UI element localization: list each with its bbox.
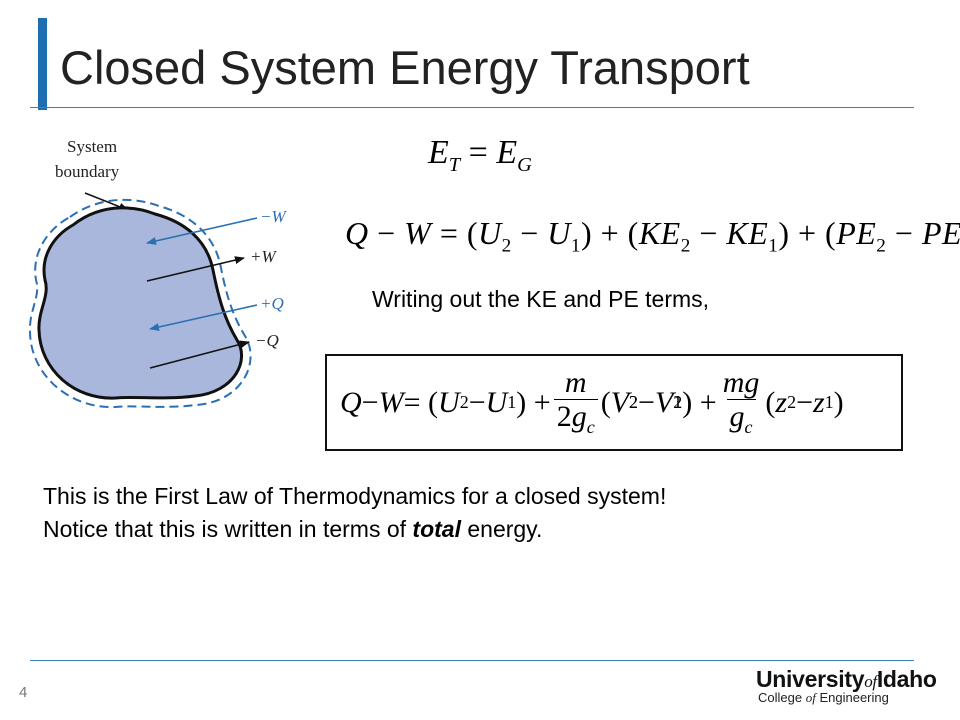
equation-energy-transport: ET = EG (428, 134, 532, 176)
arrow-plus-w (146, 256, 245, 282)
logo-college-name: College of Engineering (758, 690, 889, 705)
title-divider (30, 107, 914, 108)
slide-title: Closed System Energy Transport (60, 41, 750, 94)
boundary-label-line1: System (67, 137, 117, 156)
university-logo: UniversityofIdaho College of Engineering (756, 666, 937, 706)
emphasis-total: total (412, 516, 461, 542)
conclusion-line-2: Notice that this is written in terms of … (43, 513, 666, 546)
label-plus-q: +Q (260, 294, 284, 313)
ke-pe-caption: Writing out the KE and PE terms, (372, 286, 710, 312)
arrow-plus-q (149, 304, 258, 331)
equation-first-law-short: Q − W = (U2 − U1) + (KE2 − KE1) + (PE2 −… (345, 215, 960, 257)
line2-post: energy. (460, 516, 543, 542)
system-boundary-dashed (28, 198, 252, 409)
conclusion-text: This is the First Law of Thermodynamics … (43, 480, 666, 546)
arrow-minus-q (149, 340, 250, 369)
title-accent-bar (38, 18, 47, 110)
arrow-minus-w (146, 217, 258, 245)
conclusion-line-1: This is the First Law of Thermodynamics … (43, 483, 667, 509)
boundary-label-line2: boundary (55, 162, 120, 181)
closed-system-diagram: System boundary −W +W +Q −Q (28, 137, 287, 409)
system-region (37, 206, 243, 400)
equation-box (325, 354, 903, 451)
label-minus-w: −W (260, 207, 287, 226)
logo-university-name: UniversityofIdaho (756, 666, 937, 692)
line2-pre: Notice that this is written in terms of (43, 516, 413, 542)
label-plus-w: +W (250, 247, 277, 266)
label-minus-q: −Q (255, 331, 279, 350)
page-number: 4 (19, 684, 28, 701)
footer-divider (30, 660, 914, 661)
